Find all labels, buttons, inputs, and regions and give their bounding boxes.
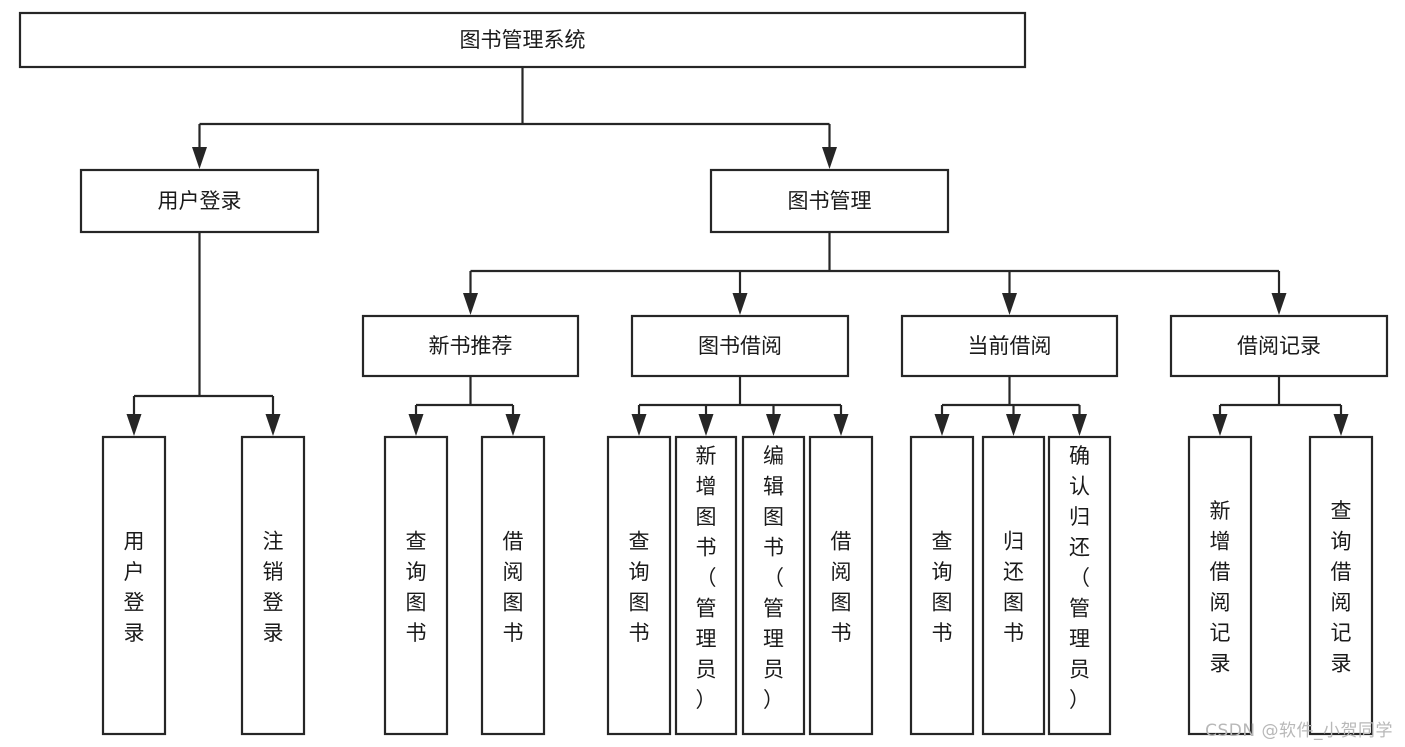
node-leaf-add-borrow-record[interactable]: 新增借阅记录 — [1187, 435, 1253, 736]
node-leaf-query-book-borrow[interactable]: 查询图书 — [606, 435, 672, 736]
connector-group-root — [192, 67, 837, 169]
node-leaf-query-book-current[interactable]: 查询图书 — [909, 435, 975, 736]
node-label: 借阅图书 — [831, 530, 852, 646]
node-box — [606, 435, 672, 736]
node-leaf-borrow-book[interactable]: 借阅图书 — [808, 435, 874, 736]
node-leaf-borrow-book-recommend[interactable]: 借阅图书 — [480, 435, 546, 736]
node-label: 用户登录 — [158, 189, 242, 213]
node-leaf-add-book[interactable]: 新增图书（管理员） — [674, 435, 738, 736]
node-box — [383, 435, 449, 736]
node-box — [1169, 314, 1389, 378]
node-leaf-query-borrow-record[interactable]: 查询借阅记录 — [1308, 435, 1374, 736]
connector-group-user-login — [126, 232, 281, 436]
node-label: 查询图书 — [932, 530, 953, 646]
node-label: 图书管理系统 — [460, 28, 586, 52]
node-root[interactable]: 图书管理系统 — [18, 11, 1027, 69]
node-label: 当前借阅 — [968, 334, 1052, 358]
node-box — [361, 314, 580, 378]
node-box — [101, 435, 167, 736]
node-leaf-return-book[interactable]: 归还图书 — [981, 435, 1046, 736]
node-new-book-recommend[interactable]: 新书推荐 — [361, 314, 580, 378]
connector-group-new-book-recommend — [408, 376, 521, 436]
node-label: 图书管理 — [788, 189, 872, 213]
node-leaf-user-logout[interactable]: 注销登录 — [240, 435, 306, 736]
node-label: 编辑图书（管理员） — [763, 444, 784, 712]
node-label: 新增图书（管理员） — [696, 444, 717, 712]
node-box — [1187, 435, 1253, 736]
node-borrow-record[interactable]: 借阅记录 — [1169, 314, 1389, 378]
node-leaf-edit-book[interactable]: 编辑图书（管理员） — [741, 435, 806, 736]
node-label: 查询图书 — [406, 530, 427, 646]
node-user-login[interactable]: 用户登录 — [79, 168, 320, 234]
node-label: 新增借阅记录 — [1210, 499, 1231, 676]
node-box — [18, 11, 1027, 69]
node-leaf-user-login[interactable]: 用户登录 — [101, 435, 167, 736]
node-label: 用户登录 — [124, 530, 145, 646]
node-label: 确认归还（管理员） — [1069, 444, 1090, 712]
node-leaf-confirm-return[interactable]: 确认归还（管理员） — [1047, 435, 1112, 736]
node-box — [1308, 435, 1374, 736]
node-box — [981, 435, 1046, 736]
connector-group-book-management — [463, 232, 1287, 315]
node-box — [741, 435, 806, 736]
node-book-borrow[interactable]: 图书借阅 — [630, 314, 850, 378]
node-leaf-query-book-recommend[interactable]: 查询图书 — [383, 435, 449, 736]
node-label: 查询借阅记录 — [1331, 499, 1352, 676]
node-box — [240, 435, 306, 736]
node-label: 图书借阅 — [698, 334, 782, 358]
node-box — [1047, 435, 1112, 736]
node-label: 新书推荐 — [429, 334, 513, 358]
connector-group-borrow-record — [1212, 376, 1349, 436]
node-box — [480, 435, 546, 736]
node-box — [900, 314, 1119, 378]
node-label: 归还图书 — [1003, 530, 1024, 646]
node-box — [808, 435, 874, 736]
node-layer: 图书管理系统用户登录图书管理新书推荐图书借阅当前借阅借阅记录用户登录注销登录查询… — [18, 11, 1389, 736]
node-box — [674, 435, 738, 736]
node-current-borrow[interactable]: 当前借阅 — [900, 314, 1119, 378]
node-label: 注销登录 — [263, 530, 284, 646]
connector-group-current-borrow — [934, 376, 1087, 436]
connector-layer — [126, 67, 1349, 436]
node-book-management[interactable]: 图书管理 — [709, 168, 950, 234]
node-label: 借阅记录 — [1237, 334, 1321, 358]
watermark-text: CSDN @软件_小贺同学 — [1205, 721, 1393, 741]
node-box — [79, 168, 320, 234]
node-label: 查询图书 — [629, 530, 650, 646]
node-box — [909, 435, 975, 736]
node-label: 借阅图书 — [503, 530, 524, 646]
node-box — [630, 314, 850, 378]
connector-group-book-borrow — [631, 376, 849, 436]
node-box — [709, 168, 950, 234]
